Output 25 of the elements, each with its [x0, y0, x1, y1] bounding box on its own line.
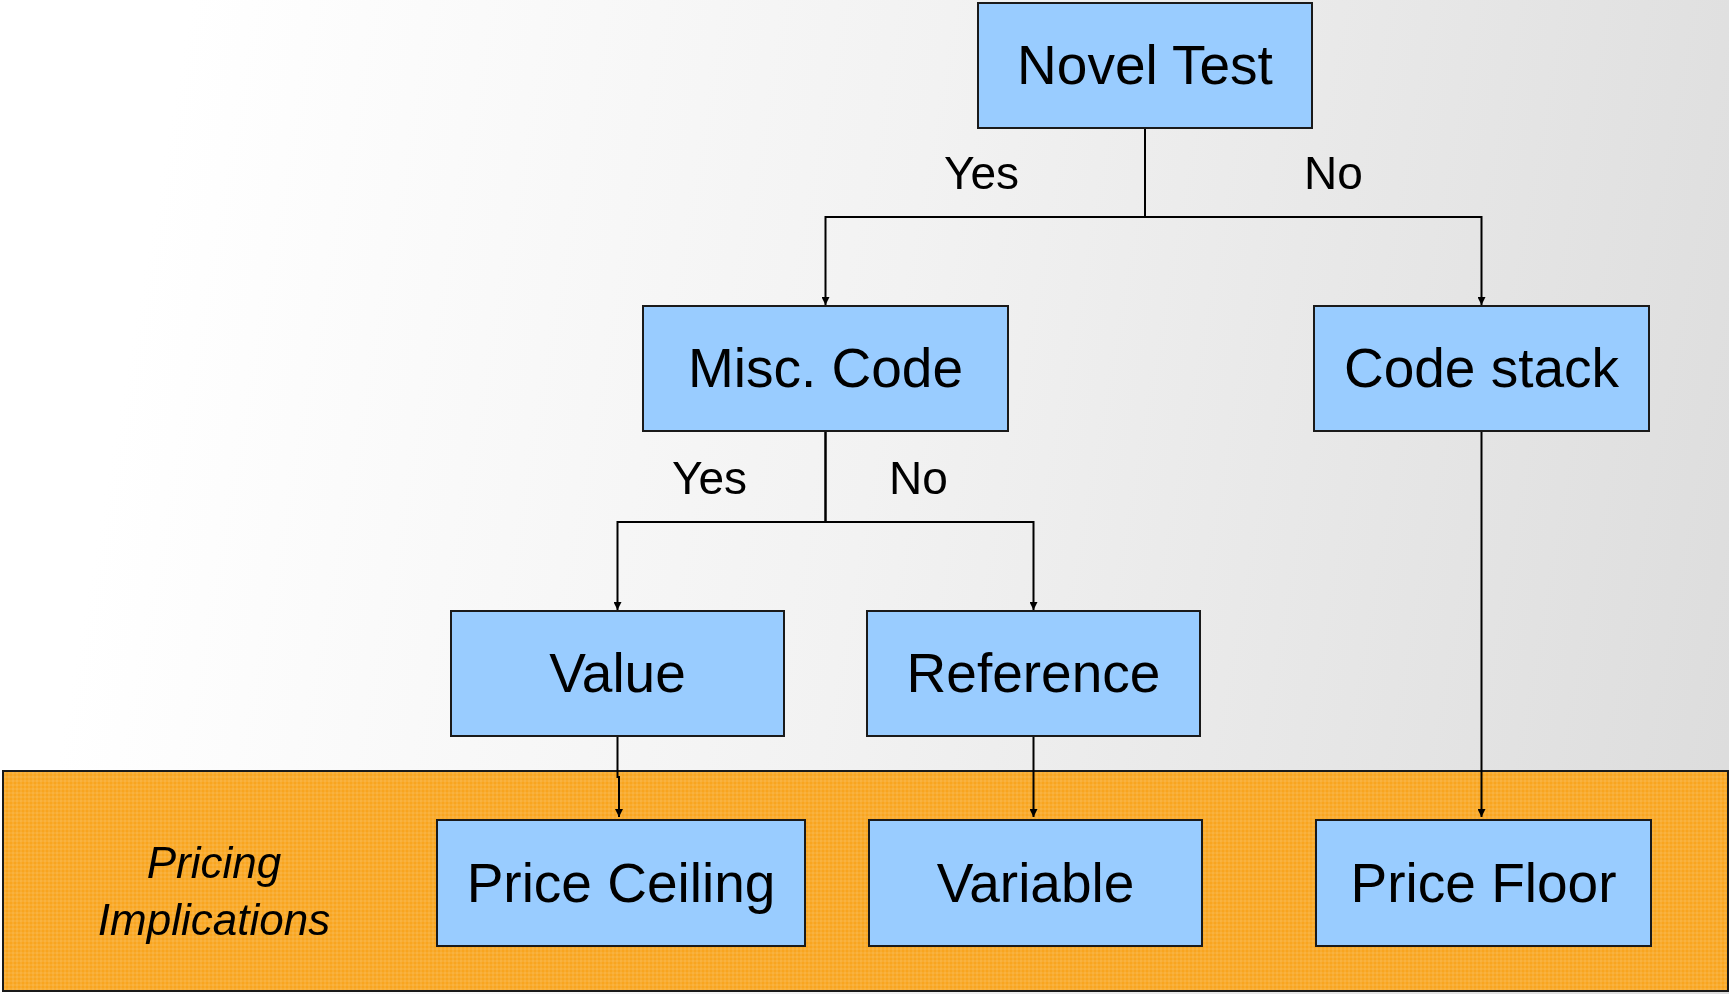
process-box — [1313, 305, 1650, 432]
box-label: Novel Test — [1017, 38, 1273, 93]
edge-label: Yes — [671, 455, 749, 501]
band-label: Pricing Implications — [96, 837, 332, 947]
process-box — [868, 819, 1203, 947]
box-label: Value — [549, 646, 686, 701]
process-box — [977, 2, 1313, 129]
box-label: Reference — [906, 646, 1161, 701]
arrow — [1029, 736, 1038, 818]
process-box — [866, 610, 1201, 737]
arrow — [615, 736, 623, 818]
box-label: Variable — [936, 855, 1135, 911]
arrow — [824, 431, 1038, 611]
pricing-band — [2, 770, 1729, 992]
box-label: Misc. Code — [687, 341, 964, 396]
process-box — [450, 610, 785, 737]
edge-label: Yes — [943, 150, 1021, 196]
process-box — [642, 305, 1009, 432]
arrow — [1477, 431, 1486, 818]
process-box — [436, 819, 806, 947]
edge-label: No — [1303, 150, 1364, 196]
process-box — [1315, 819, 1652, 947]
box-label: Code stack — [1343, 341, 1620, 396]
box-label: Price Floor — [1350, 855, 1617, 911]
edge-label: No — [888, 455, 949, 501]
